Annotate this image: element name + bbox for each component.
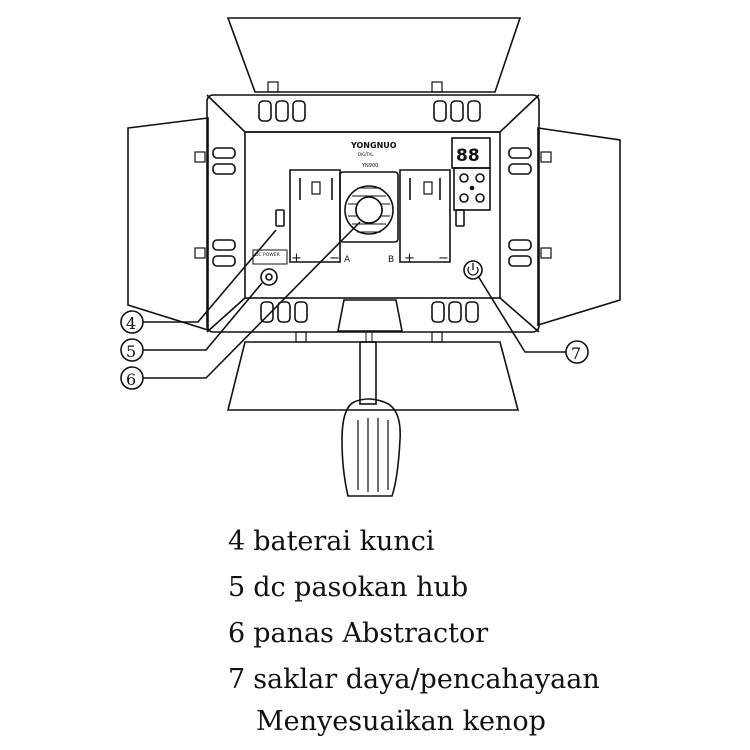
battery-label-a: A: [344, 255, 351, 265]
mount-stem: [359, 341, 377, 405]
power-switch[interactable]: [463, 260, 483, 280]
svg-text:4: 4: [126, 314, 136, 333]
svg-text:+: +: [291, 251, 302, 266]
svg-text:6: 6: [126, 370, 136, 389]
legend-num: 4: [228, 526, 246, 557]
legend-text: saklar daya/pencahayaan: [253, 664, 600, 695]
svg-text:−: −: [438, 251, 449, 266]
svg-text:+: +: [404, 251, 415, 266]
legend-item-7-cont: Menyesuaikan kenop: [256, 706, 546, 738]
top-barn-door: [226, 17, 522, 93]
legend-text: dc pasokan hub: [253, 572, 469, 603]
bottom-vents: [260, 301, 479, 323]
callout-6: 6: [120, 221, 361, 390]
left-barn-door: [127, 117, 209, 332]
bottom-barn-door: [226, 341, 520, 411]
battery-compartment-b: [399, 169, 451, 263]
legend-text: baterai kunci: [253, 526, 435, 557]
panel-inner-face: [244, 131, 501, 299]
brand-sub-label: DIGITAL: [358, 152, 374, 157]
battery-lock-right[interactable]: [455, 209, 465, 227]
right-barn-door: [537, 127, 621, 327]
brand-label: YONGNUO: [350, 141, 397, 150]
battery-label-b: B: [388, 255, 394, 265]
battery-compartment-a: [289, 169, 341, 263]
dc-label: DC POWER: [255, 252, 280, 258]
model-label: YN900: [361, 163, 378, 169]
legend-text: Menyesuaikan kenop: [256, 706, 546, 737]
legend-num: 7: [228, 664, 246, 695]
heat-abstractor: [339, 171, 399, 243]
callout-7: 7: [477, 275, 589, 364]
svg-text:5: 5: [126, 342, 136, 361]
side-vents: [212, 147, 532, 267]
grip-handle: [341, 398, 401, 497]
callout-4: 4: [120, 229, 277, 334]
panel-body: [206, 94, 540, 333]
legend-num: 5: [228, 572, 246, 603]
svg-text:−: −: [329, 251, 340, 266]
mount-bracket: [337, 299, 403, 332]
top-vents: [258, 100, 481, 122]
hinge-tabs: [194, 81, 552, 343]
digital-display: 88: [456, 146, 480, 166]
legend-num: 6: [228, 618, 246, 649]
battery-lock[interactable]: [275, 209, 285, 227]
dc-supply-port[interactable]: [260, 268, 278, 286]
legend-text: panas Abstractor: [253, 618, 489, 649]
led-panel-diagram: + − + − A B YONGNUO DIGITAL YN900 88 DC …: [120, 17, 621, 497]
svg-text:7: 7: [571, 344, 581, 363]
callout-5: 5: [120, 282, 263, 362]
control-panel: 88: [451, 137, 491, 211]
